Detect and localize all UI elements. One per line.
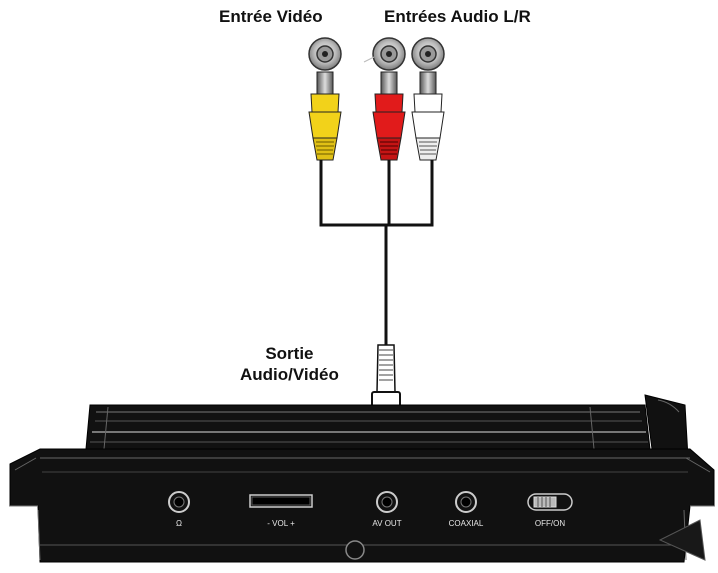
- device-lid: [85, 394, 689, 459]
- volume-slider: [249, 494, 313, 508]
- power-switch: [527, 493, 573, 511]
- rca-plug-video: [308, 71, 342, 161]
- av-out-jack: [376, 491, 398, 513]
- av-out-label: AV OUT: [372, 519, 401, 528]
- rca-jack-audio-right-icon: [372, 37, 406, 71]
- rca-jack-audio-left-icon: [411, 37, 445, 71]
- video-input-label: Entrée Vidéo: [219, 7, 323, 26]
- output-label-line1: Sortie: [265, 344, 314, 363]
- leader-line: [363, 56, 375, 63]
- device-body: [9, 448, 715, 563]
- rca-jack-video-icon: [308, 37, 342, 71]
- output-label: Sortie Audio/Vidéo: [240, 343, 339, 385]
- output-label-line2: Audio/Vidéo: [240, 365, 339, 384]
- power-label: OFF/ON: [535, 519, 565, 528]
- headphone-jack: [168, 491, 190, 513]
- coaxial-jack: [455, 491, 477, 513]
- volume-label: - VOL +: [267, 519, 295, 528]
- rca-plug-audio-left: [411, 71, 445, 161]
- rca-plug-audio-right: [372, 71, 406, 161]
- av-cable: [319, 160, 434, 345]
- headphone-icon: Ω: [176, 519, 182, 528]
- coaxial-label: COAXIAL: [449, 519, 484, 528]
- audio-inputs-label: Entrées Audio L/R: [384, 7, 531, 26]
